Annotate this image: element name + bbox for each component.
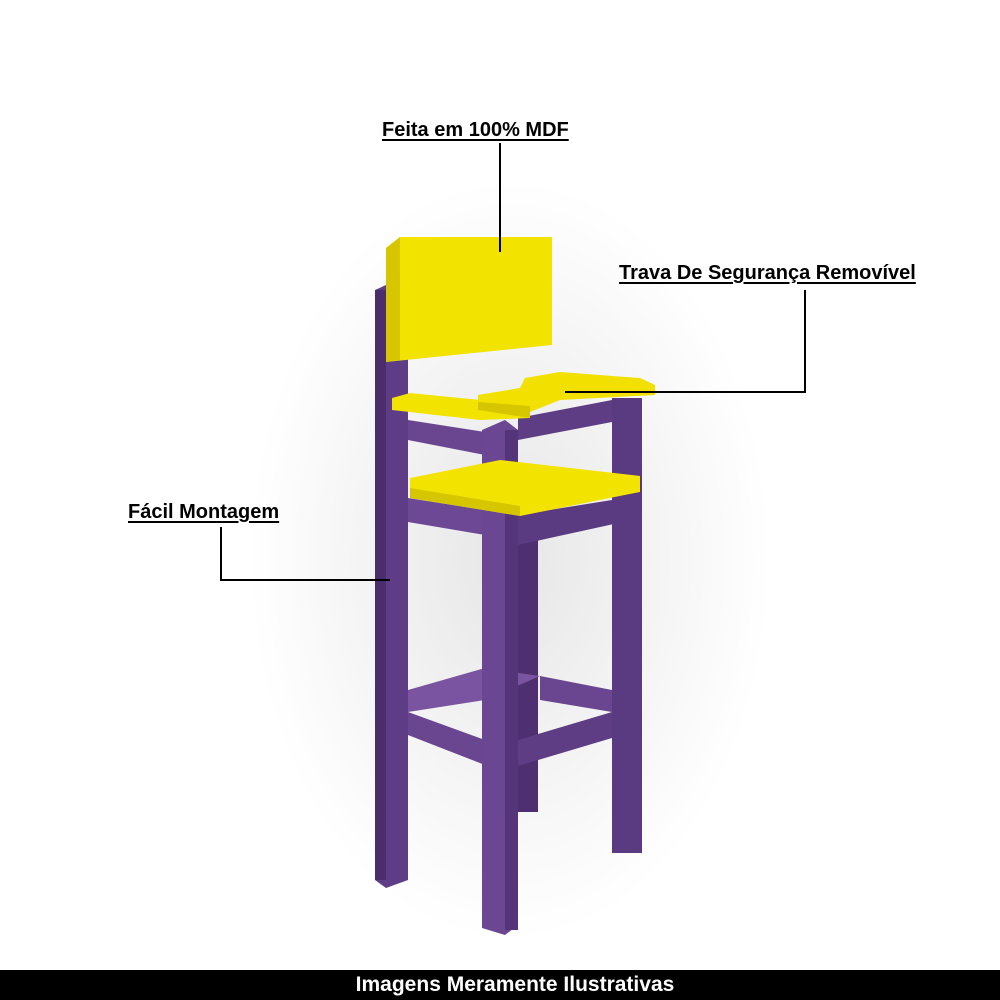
callout-lines xyxy=(220,143,806,581)
right-leg xyxy=(612,398,642,853)
callout-material: Feita em 100% MDF xyxy=(382,119,569,141)
disclaimer-bar: Imagens Meramente Ilustrativas xyxy=(0,970,1000,1000)
arm-rail xyxy=(408,420,485,455)
callout-assembly: Fácil Montagem xyxy=(128,501,280,523)
chair xyxy=(375,237,655,935)
callout-lock: Trava De Segurança Removível xyxy=(619,262,916,284)
backrest xyxy=(386,237,552,362)
rear-leg xyxy=(518,520,538,812)
armrest xyxy=(392,393,530,420)
disclaimer-text: Imagens Meramente Ilustrativas xyxy=(355,973,675,996)
seat-rail xyxy=(408,498,485,535)
